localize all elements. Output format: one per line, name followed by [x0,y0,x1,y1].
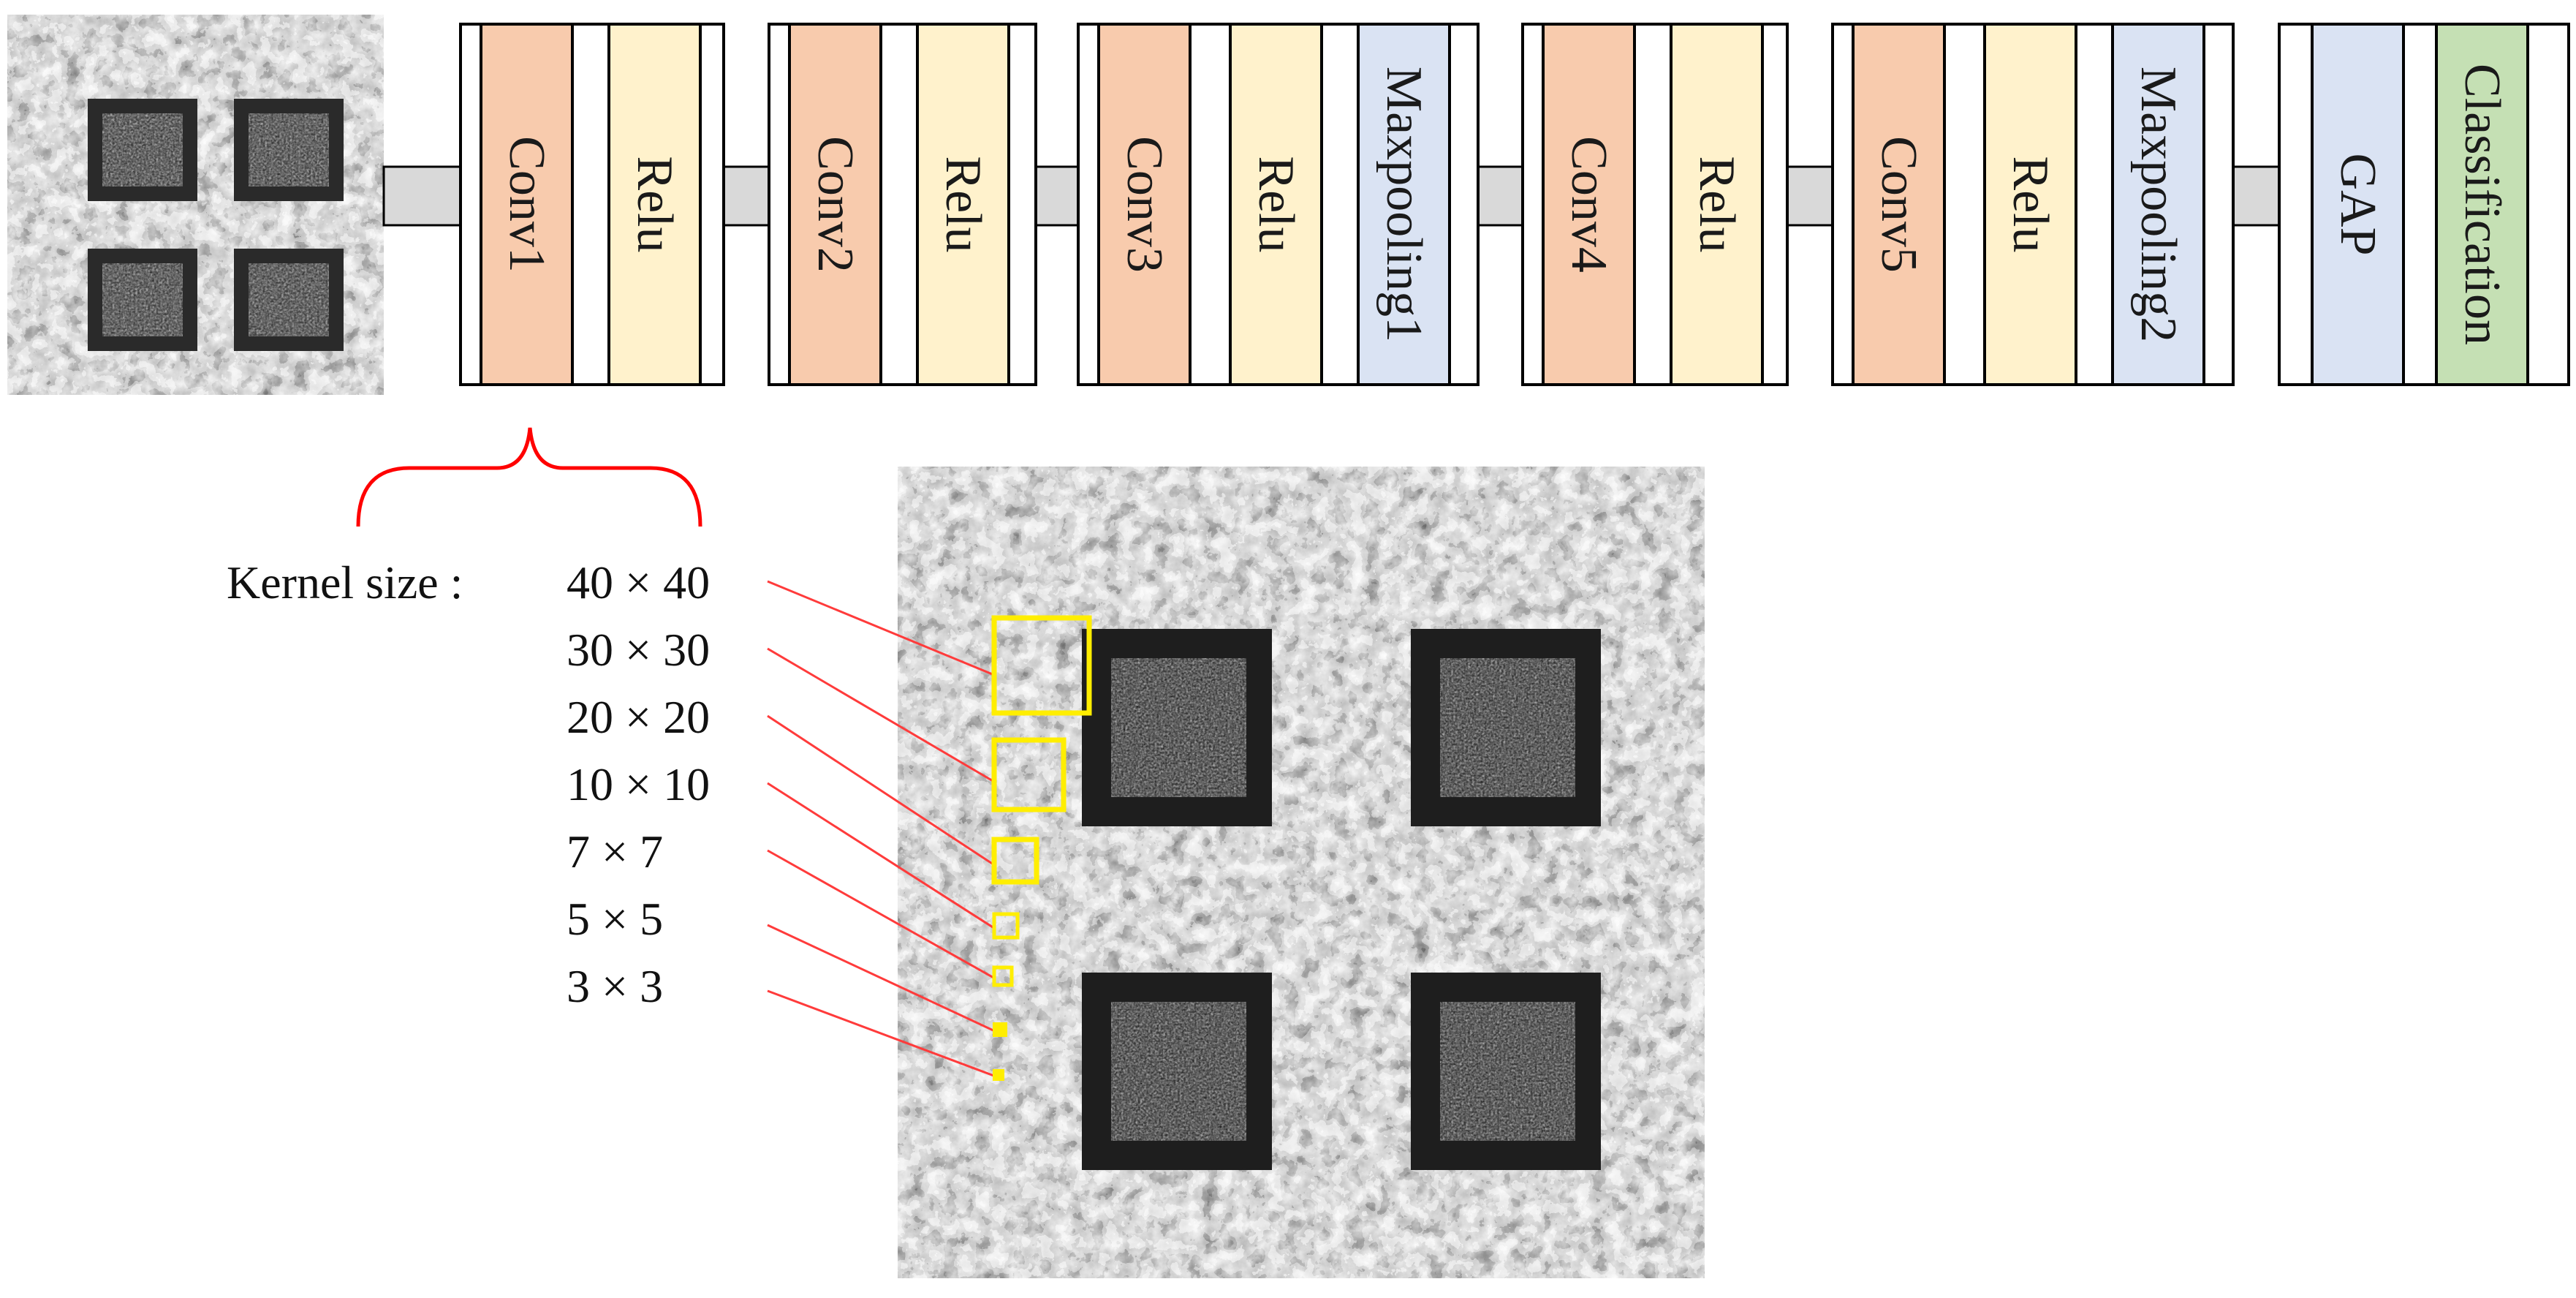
layer-relu: Relu [607,23,702,386]
layer-label: Relu [1689,156,1745,252]
layer-label: Maxpooling1 [1376,67,1432,342]
kernel-box-4 [992,965,1014,987]
layer-box [607,23,702,386]
layer-box [1852,23,1946,386]
connector-3 [1034,165,1080,227]
layer-label: Classification [2454,64,2510,345]
layer-gap: GAP [2311,23,2405,386]
layer-label: Conv3 [1116,136,1173,273]
layer-box [1670,23,1764,386]
layer-block-6: GAP Classification [2278,23,2570,386]
leader-line-4 [767,849,995,979]
layer-box [1542,23,1636,386]
kernel-size-4: 7 × 7 [567,826,663,878]
connector-1 [382,165,462,227]
layer-label: Conv1 [499,136,555,273]
kernel-size-2: 20 × 20 [567,691,710,743]
layer-conv4: Conv4 [1542,23,1636,386]
layer-label: Maxpooling2 [2130,67,2186,342]
leader-line-2 [767,714,995,867]
layer-box [916,23,1010,386]
layer-relu: Relu [1229,23,1323,386]
layer-block-1: Conv1 Relu [459,23,725,386]
layer-maxpooling2: Maxpooling2 [2111,23,2205,386]
layer-conv1: Conv1 [480,23,574,386]
layer-box [1097,23,1192,386]
layer-box [1983,23,2077,386]
layer-conv2: Conv2 [788,23,882,386]
input-image [7,15,384,395]
leader-line-5 [767,924,995,1032]
leader-line-0 [767,580,995,676]
conv1-bracket [356,427,702,527]
layer-block-3: Conv3 Relu Maxpooling1 [1077,23,1480,386]
kernel-box-1 [991,737,1067,812]
kernel-size-1: 30 × 30 [567,624,710,676]
kernel-box-5 [993,1022,1007,1037]
kernel-box-6 [993,1069,1004,1081]
kernel-size-6: 3 × 3 [567,960,663,1012]
layer-box [2111,23,2205,386]
layer-label: GAP [2330,153,2386,255]
layer-label: Conv2 [807,136,863,273]
kernel-boxes [991,615,1092,1081]
layer-classification: Classification [2435,23,2529,386]
layer-block-4: Conv4 Relu [1521,23,1789,386]
kernel-size-list: 40 × 40 30 × 30 20 × 20 10 × 10 7 × 7 5 × 5 3 … [567,556,710,1012]
connector-4 [1477,165,1524,227]
layer-block-2: Conv2 Relu [768,23,1037,386]
layer-relu: Relu [916,23,1010,386]
layer-box [480,23,574,386]
layer-box [1357,23,1451,386]
layer-box [2435,23,2529,386]
layer-relu: Relu [1983,23,2077,386]
layer-conv3: Conv3 [1097,23,1192,386]
layer-conv5: Conv5 [1852,23,1946,386]
kernel-size-title: Kernel size : [227,556,463,608]
layer-block-5: Conv5 Relu Maxpooling2 [1831,23,2235,386]
kernel-size-0: 40 × 40 [567,556,710,608]
layer-box [788,23,882,386]
layer-maxpooling1: Maxpooling1 [1357,23,1451,386]
leader-line-6 [767,989,995,1077]
layer-box [1229,23,1323,386]
enlarged-led-pads [1082,629,1601,1170]
enlarged-image [898,467,1705,1278]
connector-6 [2232,165,2281,227]
leader-line-1 [767,647,995,783]
layer-label: Conv4 [1561,136,1617,273]
connector-2 [722,165,770,227]
layer-label: Relu [1248,156,1304,252]
kernel-leader-lines [767,580,995,1077]
layer-box [2311,23,2405,386]
kernel-size-3: 10 × 10 [567,758,710,810]
layer-label: Conv5 [1871,136,1927,273]
layer-relu: Relu [1670,23,1764,386]
kernel-size-5: 5 × 5 [567,893,663,945]
connector-5 [1786,165,1834,227]
layer-label: Relu [2002,156,2058,252]
kernel-box-2 [991,837,1039,885]
kernel-box-3 [992,912,1020,940]
layer-label: Relu [935,156,991,252]
input-led-pads [88,99,344,351]
leader-line-3 [767,782,995,929]
layer-label: Relu [626,156,683,252]
kernel-box-0 [991,615,1092,716]
